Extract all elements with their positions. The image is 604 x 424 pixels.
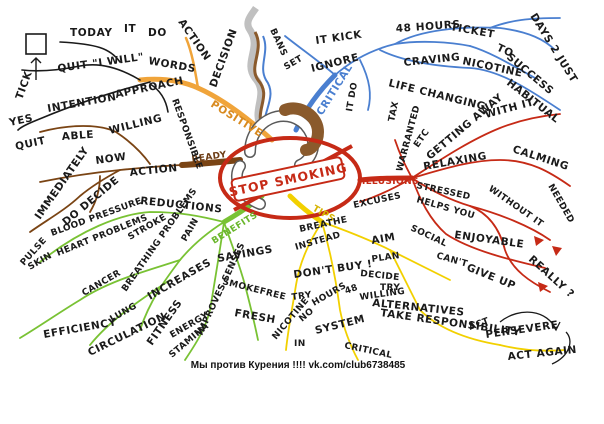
word-tax: TAX <box>387 100 401 122</box>
word-life-changing: LIFE CHANGING <box>387 77 487 113</box>
word-really: REALLY ? <box>526 253 577 300</box>
word-without-it: WITHOUT IT <box>486 184 545 230</box>
word-willing: WILLING <box>108 112 164 137</box>
word-action: ACTION <box>129 162 178 179</box>
word-words: WORDS <box>147 55 196 75</box>
ready-branch-lines <box>29 125 243 233</box>
word-tick: TICK <box>14 69 35 101</box>
word-quit-iwill: QUIT "I WILL" <box>57 51 145 75</box>
word-ticket: TICKET <box>449 21 495 41</box>
word-cancer: CANCER <box>81 268 123 298</box>
smoke-plume <box>244 5 272 131</box>
word-action-top: ACTION <box>176 17 213 63</box>
footer-caption: Мы против Курения !!!! vk.com/club673848… <box>191 360 406 371</box>
word-cant: CAN'T <box>435 251 469 270</box>
word-pain: PAIN <box>180 217 201 244</box>
word-48-hours: 48 HOURS <box>395 18 461 35</box>
checkbox-icon <box>25 33 47 80</box>
word-set: SET <box>283 54 306 73</box>
word-craving: CRAVING <box>403 51 461 69</box>
word-hours: HOURS <box>311 281 349 309</box>
word-yes: YES <box>7 112 34 129</box>
word-decision: DECISION <box>208 27 240 89</box>
word-persevere: PERSEVERE <box>485 319 560 341</box>
word-smokefree: SMOKEFREE <box>221 277 287 302</box>
word-try: TRY <box>291 290 313 303</box>
word-increases: INCREASES <box>146 256 214 302</box>
cycle-arrow-icon <box>499 311 571 365</box>
word-it: IT <box>124 23 137 35</box>
word-aim: AIM <box>370 231 396 247</box>
word-now: NOW <box>95 151 127 167</box>
word-do: DO <box>148 27 167 39</box>
word-give-up: GIVE UP <box>465 262 518 293</box>
positive-branch-lines <box>137 36 275 143</box>
word-social: SOCIAL <box>409 224 449 250</box>
word-act-again: ACT AGAIN <box>507 344 577 363</box>
word-needed: NEEDED <box>545 183 575 226</box>
word-it-kick: IT KICK <box>315 29 363 47</box>
top-left-branch-lines <box>17 41 169 131</box>
word-excuses: EXCUSES <box>353 191 403 211</box>
word-it-do: IT DO <box>345 81 360 112</box>
word-quit: QUIT <box>14 135 47 153</box>
word-critical-low: CRITICAL <box>343 341 393 361</box>
word-bans: BANS <box>267 27 289 58</box>
tips-branch-lines <box>285 193 566 361</box>
word-today: TODAY <box>70 27 113 39</box>
illusions-branch-lines <box>357 113 571 293</box>
word-system: SYSTEM <box>314 313 367 337</box>
word-decide: DECIDE <box>360 269 400 283</box>
word-responsible: RESPONSIBLE <box>169 98 204 171</box>
arrow-icon <box>534 236 562 292</box>
branch-label-ready: READY <box>191 150 228 165</box>
word-48: 48 <box>344 283 360 297</box>
word-plan: PLAN <box>371 251 401 265</box>
word-intention: INTENTION <box>46 91 117 115</box>
word-lung: LUNG <box>109 301 139 324</box>
word-try-r: TRY <box>380 283 400 293</box>
word-able: ABLE <box>61 129 94 143</box>
word-in: IN <box>294 339 306 349</box>
word-enjoyable: ENJOYABLE <box>454 229 525 251</box>
branch-label-illusions: ILLUSIONS <box>362 177 419 187</box>
